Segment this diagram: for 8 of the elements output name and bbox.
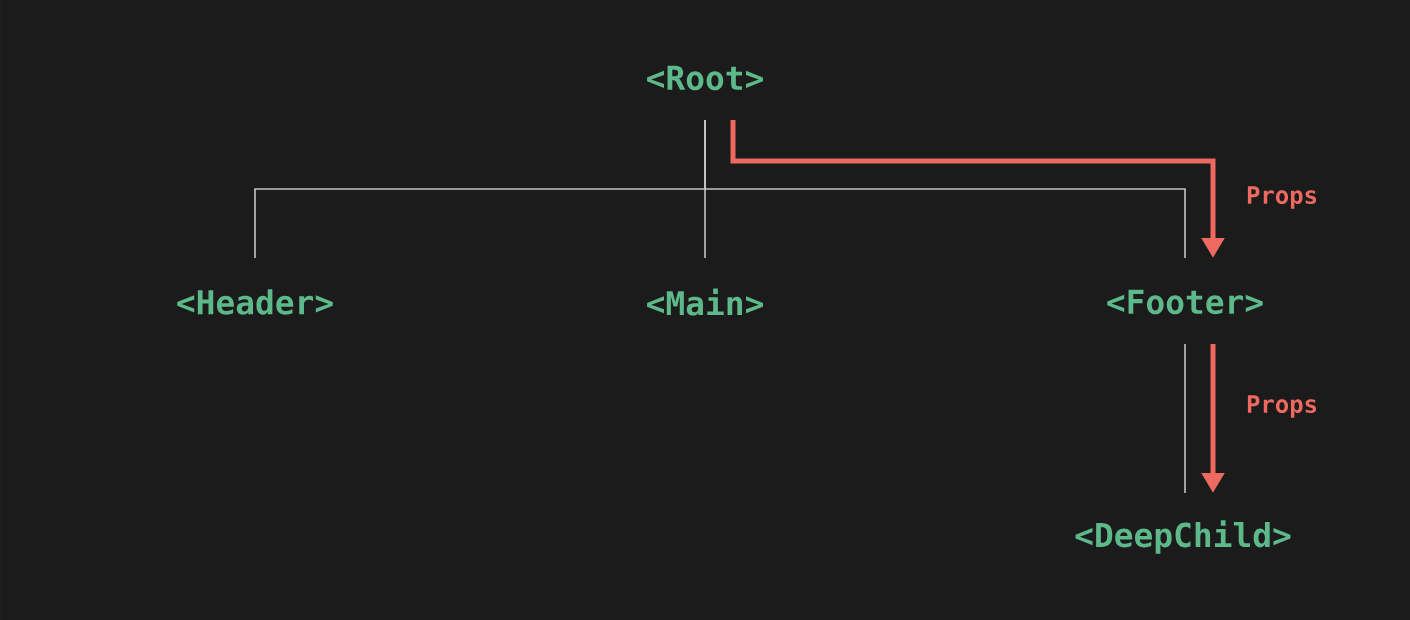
component-label: <Main> [647, 288, 763, 316]
edge-label: Props [1245, 394, 1319, 419]
component-label: <Header> [177, 289, 333, 315]
connector-line [1184, 343, 1186, 494]
component-label: <DeepChild> [1075, 520, 1291, 554]
component-label: <Footer> [1107, 289, 1263, 315]
component-label: <Root> [647, 65, 763, 91]
edge-label: Props [1245, 185, 1319, 210]
